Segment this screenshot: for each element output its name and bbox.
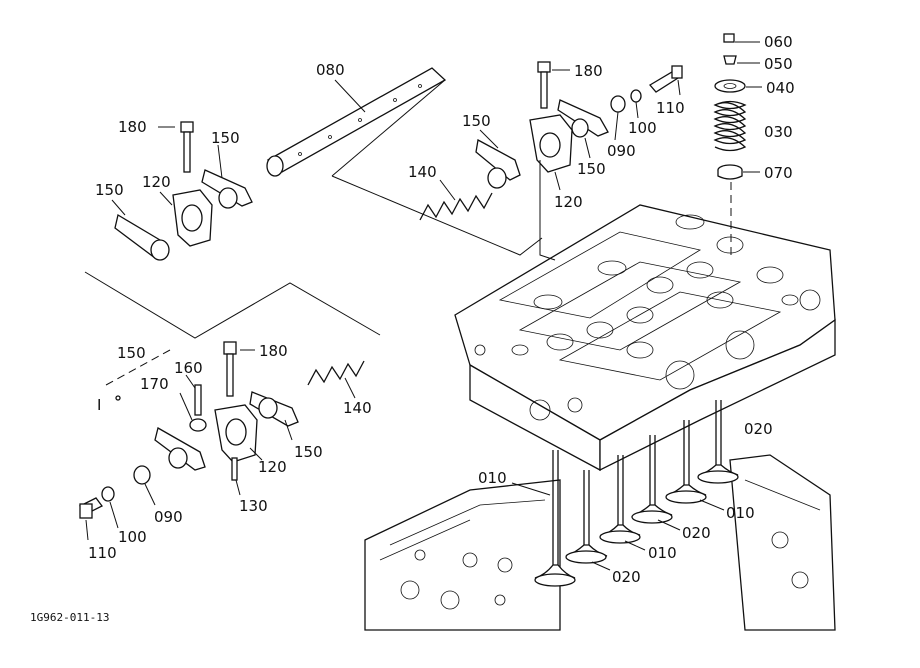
drawing-code: 1G962-011-13 bbox=[30, 611, 109, 624]
rocker-group-lower-left bbox=[79, 341, 365, 519]
callout-140-upper: 140 bbox=[408, 163, 437, 181]
callout-170: 170 bbox=[140, 375, 169, 393]
valves bbox=[534, 400, 739, 587]
callout-080: 080 bbox=[316, 61, 345, 79]
callout-160: 160 bbox=[174, 359, 203, 377]
rocker-group-upper-left bbox=[114, 121, 253, 261]
callout-120-upper-right: 120 bbox=[554, 193, 583, 211]
callout-120-lower-left: 120 bbox=[258, 458, 287, 476]
callout-110-lower-left: 110 bbox=[88, 544, 117, 562]
callout-110-upper-right: 110 bbox=[656, 99, 685, 117]
engine-block bbox=[364, 454, 836, 631]
callout-140-lower: 140 bbox=[343, 399, 372, 417]
callout-150-upper-left-a: 150 bbox=[211, 129, 240, 147]
callout-090-upper-right: 090 bbox=[607, 142, 636, 160]
callout-030: 030 bbox=[764, 123, 793, 141]
callout-150-lower-left-top: 150 bbox=[117, 344, 146, 362]
callout-040: 040 bbox=[766, 79, 795, 97]
cylinder-head bbox=[454, 204, 836, 472]
leader-lines bbox=[84, 41, 762, 571]
callout-020-right: 020 bbox=[744, 420, 773, 438]
callout-010-mid: 010 bbox=[648, 544, 677, 562]
callout-020-bottom: 020 bbox=[612, 568, 641, 586]
callout-060: 060 bbox=[764, 33, 793, 51]
callout-180-upper-left: 180 bbox=[118, 118, 147, 136]
callout-100-lower-left: 100 bbox=[118, 528, 147, 546]
callout-150-upper-right-b: 150 bbox=[577, 160, 606, 178]
rocker-shaft bbox=[266, 67, 447, 177]
callout-010-left: 010 bbox=[478, 469, 507, 487]
callout-020-mid: 020 bbox=[682, 524, 711, 542]
callout-180-upper-right: 180 bbox=[574, 62, 603, 80]
callout-050: 050 bbox=[764, 55, 793, 73]
callout-070: 070 bbox=[764, 164, 793, 182]
valve-spring-stack bbox=[713, 33, 747, 258]
callout-150-upper-right-a: 150 bbox=[462, 112, 491, 130]
callout-150-upper-left-b: 150 bbox=[95, 181, 124, 199]
callout-150-lower-left-right: 150 bbox=[294, 443, 323, 461]
callout-180-lower-left: 180 bbox=[259, 342, 288, 360]
callout-120-upper-left: 120 bbox=[142, 173, 171, 191]
callout-labels: 060 050 040 030 070 180 110 100 090 150 … bbox=[88, 33, 795, 586]
callout-130: 130 bbox=[239, 497, 268, 515]
rocker-group-upper-right bbox=[419, 61, 683, 221]
callout-I: I bbox=[97, 396, 101, 414]
callout-090-lower-left: 090 bbox=[154, 508, 183, 526]
callout-010-right: 010 bbox=[726, 504, 755, 522]
callout-100-upper-right: 100 bbox=[628, 119, 657, 137]
